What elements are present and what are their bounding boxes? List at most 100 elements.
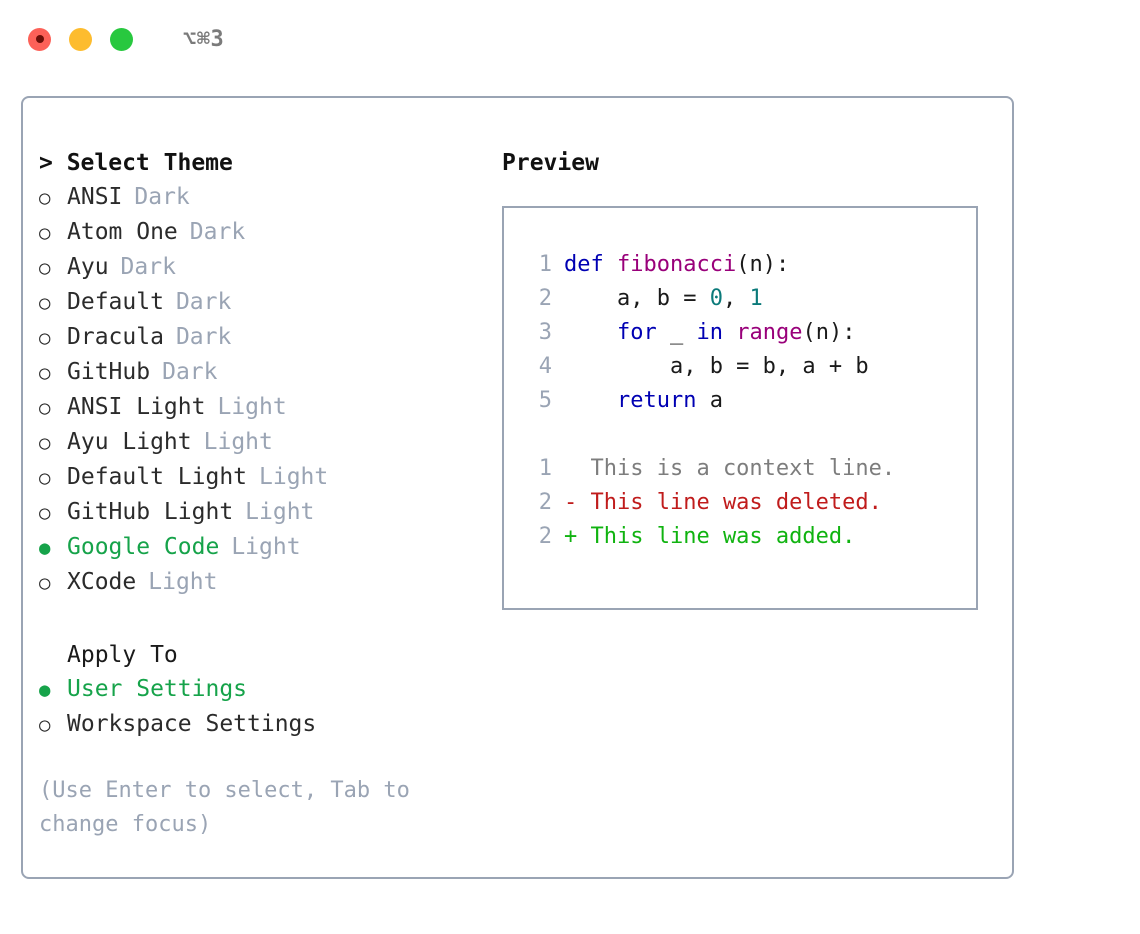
radio-selected-icon: ● — [39, 537, 51, 559]
code-line: 5 return a — [516, 384, 976, 418]
apply-to-heading: Apply To — [67, 642, 178, 668]
theme-option-dracula[interactable]: ○ Dracula Dark — [39, 320, 479, 355]
theme-option-label: ANSI — [67, 184, 123, 210]
radio-unselected-icon: ○ — [39, 572, 51, 594]
apply-to-option-label: Workspace Settings — [67, 711, 317, 737]
theme-option-label: Atom One — [67, 219, 178, 245]
preview-heading: Preview — [502, 150, 599, 176]
code-line-content: for _ in range(n): — [564, 316, 855, 350]
theme-variant-badge: Dark — [120, 254, 176, 280]
code-token: , — [722, 286, 750, 311]
keyboard-hint-text: (Use Enter to select, Tab to change focu… — [39, 778, 424, 837]
radio-unselected-icon: ○ — [39, 222, 51, 244]
apply-to-option-user-settings[interactable]: ● User Settings — [39, 672, 479, 707]
line-number: 2 — [538, 524, 552, 549]
diff-line: 2- This line was deleted. — [516, 486, 976, 520]
zoom-button[interactable] — [110, 27, 133, 51]
code-token: a, b = — [564, 286, 710, 311]
code-token — [564, 388, 617, 413]
diff-line-content: + This line was added. — [564, 524, 856, 549]
theme-option-label: XCode — [67, 569, 137, 595]
radio-unselected-icon: ○ — [39, 467, 51, 489]
code-token: range — [736, 320, 803, 345]
close-button[interactable] — [28, 27, 51, 51]
theme-option-label: Default Light — [67, 464, 248, 490]
code-token: fibonacci — [616, 252, 737, 277]
minimize-button[interactable] — [69, 27, 92, 51]
radio-unselected-icon: ○ — [39, 502, 51, 524]
code-line: 2 a, b = 0, 1 — [516, 282, 976, 316]
theme-variant-badge: Dark — [134, 184, 190, 210]
window-titlebar: ⌥⌘3 — [0, 0, 1140, 78]
theme-option-label: ANSI Light — [67, 394, 206, 420]
theme-variant-badge: Dark — [162, 359, 218, 385]
radio-selected-icon: ● — [39, 679, 51, 701]
code-token: for — [616, 320, 657, 345]
line-number: 4 — [538, 354, 552, 379]
theme-option-xcode[interactable]: ○ XCode Light — [39, 565, 479, 600]
theme-option-default[interactable]: ○ Default Dark — [39, 285, 479, 320]
code-line-content: a, b = 0, 1 — [564, 282, 763, 316]
line-number: 3 — [538, 320, 552, 345]
diff-line-content: - This line was deleted. — [564, 490, 882, 515]
radio-unselected-icon: ○ — [39, 292, 51, 314]
radio-unselected-icon: ○ — [39, 714, 51, 736]
theme-option-default-light[interactable]: ○ Default Light Light — [39, 460, 479, 495]
diff-sample: 1 This is a context line.2- This line wa… — [516, 452, 976, 554]
theme-variant-badge: Dark — [189, 219, 246, 245]
code-token — [564, 320, 617, 345]
theme-option-atom-one[interactable]: ○ Atom One Dark — [39, 215, 479, 250]
line-number: 5 — [538, 388, 552, 413]
select-theme-heading: > Select Theme — [39, 150, 233, 176]
theme-variant-badge: Dark — [175, 324, 232, 350]
traffic-lights — [28, 27, 133, 51]
apply-to-option-label: User Settings — [67, 676, 248, 702]
theme-option-label: Google Code — [67, 534, 220, 560]
theme-option-label: GitHub — [67, 359, 151, 385]
code-token: in — [696, 320, 723, 345]
code-line: 4 a, b = b, a + b — [516, 350, 976, 384]
code-token: return — [616, 388, 697, 413]
preview-spacer — [516, 418, 976, 452]
theme-variant-badge: Light — [148, 569, 218, 595]
radio-unselected-icon: ○ — [39, 397, 51, 419]
code-token: 0 — [709, 286, 723, 311]
theme-option-label: GitHub Light — [67, 499, 234, 525]
code-line-content: def fibonacci(n): — [564, 248, 789, 282]
theme-variant-badge: Light — [231, 534, 301, 560]
theme-variant-badge: Light — [259, 464, 329, 490]
code-token: _ — [656, 320, 697, 345]
code-line-content: return a — [564, 384, 723, 418]
diff-line-content: This is a context line. — [564, 456, 896, 481]
code-token: a, b = b, a + b — [564, 354, 869, 379]
theme-option-label: Dracula — [67, 324, 164, 350]
code-token: a — [696, 388, 723, 413]
line-number: 2 — [538, 286, 552, 311]
apply-to-option-workspace-settings[interactable]: ○ Workspace Settings — [39, 707, 479, 742]
code-token: 1 — [749, 286, 763, 311]
theme-option-label: Default — [67, 289, 164, 315]
theme-variant-badge: Dark — [175, 289, 232, 315]
radio-unselected-icon: ○ — [39, 327, 51, 349]
theme-option-google-code[interactable]: ● Google Code Light — [39, 530, 479, 565]
theme-variant-badge: Light — [203, 429, 273, 455]
code-line: 3 for _ in range(n): — [516, 316, 976, 350]
code-token: (n): — [736, 252, 790, 277]
apply-to-list[interactable]: ● User Settings ○ Workspace Settings — [39, 672, 479, 742]
keyboard-shortcut-label: ⌥⌘3 — [183, 26, 225, 52]
diff-line: 1 This is a context line. — [516, 452, 976, 486]
